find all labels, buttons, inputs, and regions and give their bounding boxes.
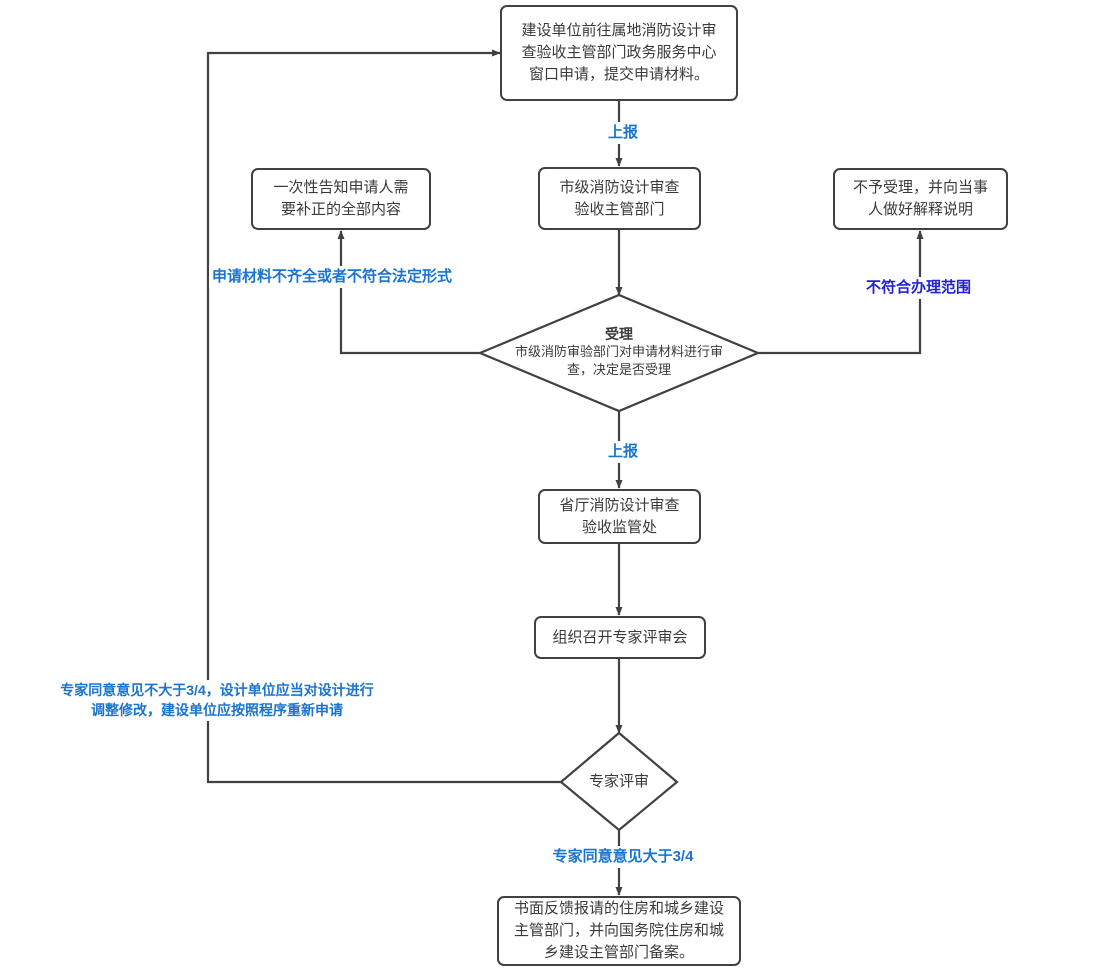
decision-accept-subtext: 市级消防审验部门对申请材料进行审查，决定是否受理 xyxy=(514,344,723,377)
decision-expert-review-text: 专家评审 xyxy=(588,773,649,790)
edge-label-report-1: 上报 xyxy=(594,122,652,144)
decision-accept xyxy=(477,293,761,413)
node-province-dept[interactable]: 省厅消防设计审查验收监管处 xyxy=(538,489,701,544)
node-written-feedback-text: 书面反馈报请的住房和城乡建设主管部门，并向国务院住房和城乡建设主管部门备案。 xyxy=(513,900,724,961)
node-province-dept-text: 省厅消防设计审查验收监管处 xyxy=(559,496,680,536)
edge-label-expert-disagree: 专家同意意见不大于3/4，设计单位应当对设计进行调整修改，建设单位应按照程序重新… xyxy=(18,680,416,721)
decision-expert-review xyxy=(559,731,679,832)
edge-label-incomplete-materials: 申请材料不齐全或者不符合法定形式 xyxy=(209,266,487,288)
node-apply-text: 建设单位前往属地消防设计审查验收主管部门政务服务中心窗口申请，提交申请材料。 xyxy=(521,22,717,83)
decision-expert-review-label: 专家评审 xyxy=(559,772,679,792)
edge-review-loopback xyxy=(206,49,561,784)
edge-label-out-of-scope: 不符合办理范围 xyxy=(863,277,997,299)
node-notify-supplement-text: 一次性告知申请人需要补正的全部内容 xyxy=(273,179,409,218)
node-written-feedback[interactable]: 书面反馈报请的住房和城乡建设主管部门，并向国务院住房和城乡建设主管部门备案。 xyxy=(497,896,741,966)
node-expert-meeting-text: 组织召开专家评审会 xyxy=(552,628,688,646)
node-apply[interactable]: 建设单位前往属地消防设计审查验收主管部门政务服务中心窗口申请，提交申请材料。 xyxy=(500,5,738,101)
node-city-dept[interactable]: 市级消防设计审查验收主管部门 xyxy=(538,167,701,230)
node-expert-meeting[interactable]: 组织召开专家评审会 xyxy=(534,616,706,659)
decision-accept-label: 受理 市级消防审验部门对申请材料进行审查，决定是否受理 xyxy=(489,325,749,378)
node-notify-supplement[interactable]: 一次性告知申请人需要补正的全部内容 xyxy=(251,168,431,230)
edge-accept-to-notify xyxy=(337,230,480,355)
decision-accept-title: 受理 xyxy=(605,326,633,342)
node-reject-accept[interactable]: 不予受理，并向当事人做好解释说明 xyxy=(833,168,1008,230)
edge-label-expert-agree: 专家同意意见大于3/4 xyxy=(530,846,716,868)
node-reject-accept-text: 不予受理，并向当事人做好解释说明 xyxy=(852,179,988,218)
node-city-dept-text: 市级消防设计审查验收主管部门 xyxy=(559,178,680,218)
edge-label-report-2: 上报 xyxy=(594,441,652,463)
